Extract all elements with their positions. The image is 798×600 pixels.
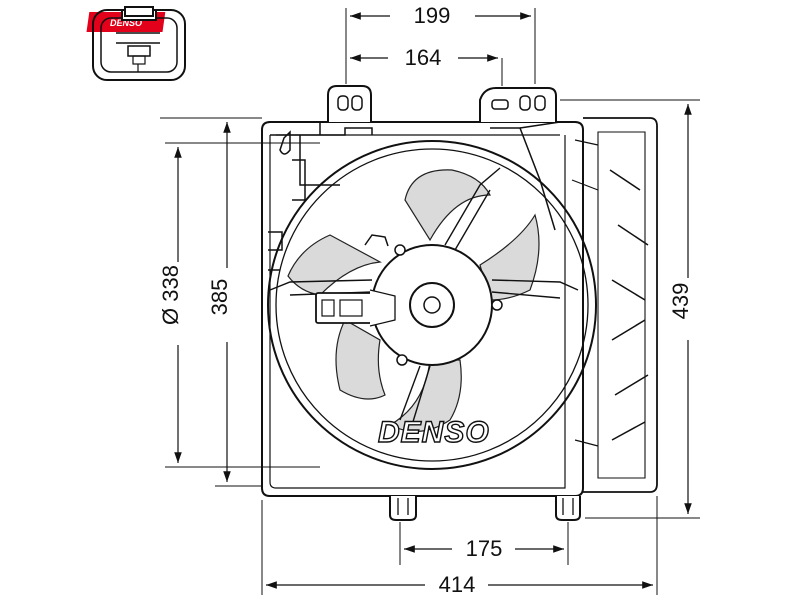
dimension-labels: 199 164 Ø 338 385 439 175 414 [158,3,693,597]
bottom-mount-left [389,496,417,521]
dim-overall-height: 439 [668,283,693,320]
motor-hub [364,234,503,366]
top-mount-left [327,85,372,122]
dim-diameter: Ø 338 [158,265,183,325]
fan-ring [267,140,597,470]
dim-mount-spacing: 175 [466,536,503,561]
connector-plug [92,6,186,81]
dim-top-inner: 164 [405,45,442,70]
side-plate [571,117,658,493]
top-mount-right [479,87,557,122]
dimension-lines [174,12,692,589]
motor-connector [315,289,396,327]
extension-lines [160,8,700,595]
logo-text: DENSO [110,18,142,28]
bottom-mount-right [555,496,581,521]
dim-overall-width: 414 [439,572,476,597]
fan-blades [287,169,540,433]
dim-top-outer: 199 [414,3,451,28]
brand-marking: DENSO [378,416,490,449]
dim-frame-height: 385 [207,279,232,316]
housing-detail [268,121,561,271]
